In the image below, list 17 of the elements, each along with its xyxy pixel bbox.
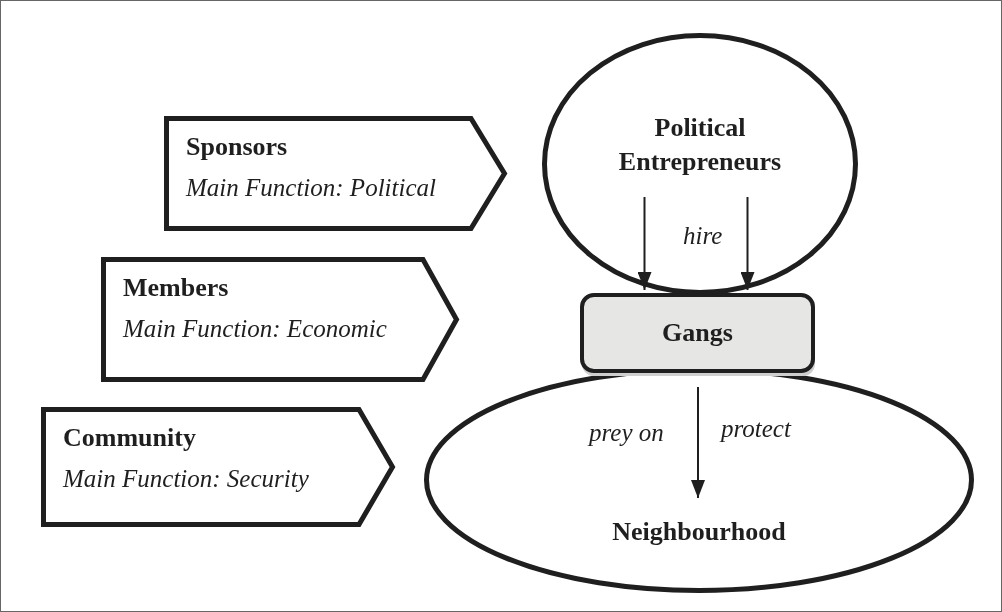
arrow-tag-box: [41, 407, 395, 527]
node-body-text: Main Function: Security: [63, 463, 309, 494]
node-body-text: Main Function: Economic: [123, 313, 387, 344]
arrow: [691, 386, 705, 500]
ellipse-node: [542, 33, 858, 295]
rounded-box: [580, 293, 815, 373]
node-heading: Community: [63, 422, 196, 454]
node-body-text: Main Function: Political: [186, 172, 436, 203]
arrow: [740, 196, 755, 291]
node-heading: Sponsors: [186, 131, 288, 163]
arrow-tag-box: [164, 116, 507, 231]
node-heading: Gangs: [662, 317, 733, 350]
node-heading: Members: [123, 272, 229, 304]
arrow-tag-box: [101, 257, 459, 382]
node-heading: Neighbourhood: [612, 516, 786, 548]
arrow: [637, 196, 652, 291]
node-heading: Political Entrepreneurs: [617, 112, 783, 178]
